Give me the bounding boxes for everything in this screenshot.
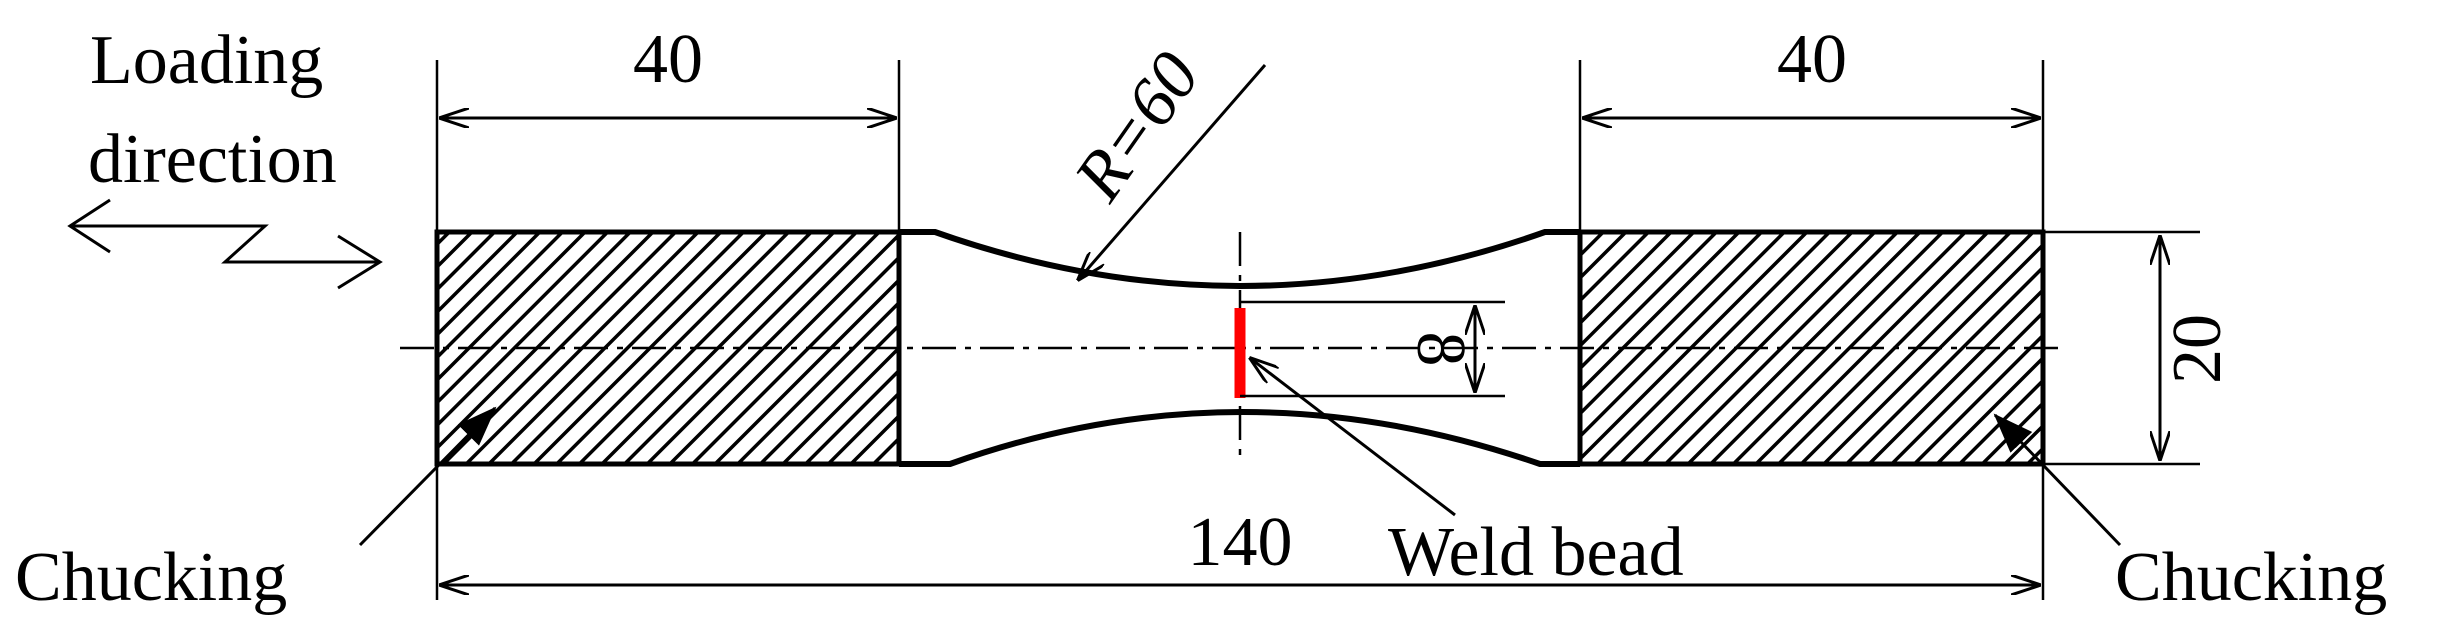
weld-bead-leader — [1250, 358, 1456, 517]
loading-direction-label-line1: Loading — [90, 22, 323, 99]
extension-lines — [435, 60, 2200, 600]
right-width-label: 40 — [1777, 21, 1847, 98]
loading-direction-label-line2: direction — [88, 121, 337, 198]
neck-width-label: 8 — [1402, 332, 1479, 367]
radius-leader — [1078, 64, 1267, 280]
chucking-right-label: Chucking — [2115, 539, 2387, 616]
gauge-section — [897, 229, 1580, 467]
chucking-right-leader — [1993, 413, 2122, 547]
grip-width-label: 20 — [2159, 314, 2236, 384]
weld-bead-label: Weld bead — [1388, 514, 1684, 591]
chucking-left-label: Chucking — [15, 539, 287, 616]
loading-direction-arrow-icon — [67, 198, 383, 290]
total-length-label: 140 — [1188, 504, 1293, 581]
chucking-left-leader — [358, 406, 497, 547]
radius-label: R=60 — [1059, 39, 1214, 215]
left-width-label: 40 — [633, 21, 703, 98]
